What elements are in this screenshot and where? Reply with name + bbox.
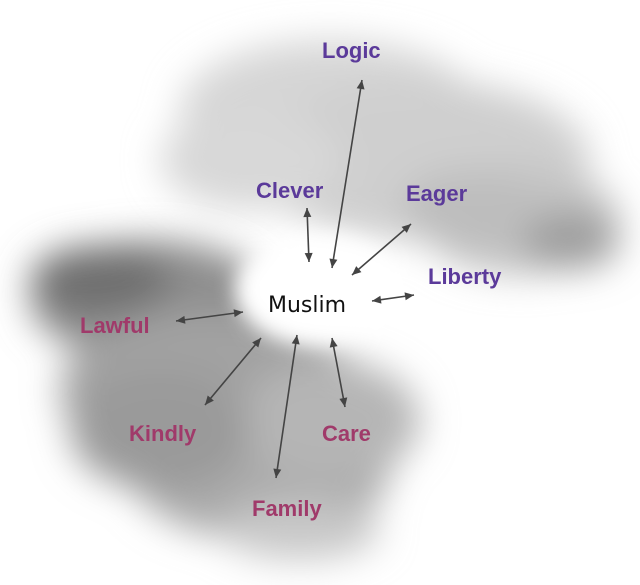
word-lawful: Lawful: [80, 313, 150, 338]
arrow-clever: [303, 207, 313, 263]
word-kindly: Kindly: [129, 421, 197, 446]
center-word-muslim: Muslim: [268, 293, 347, 318]
arrow-lawful: [175, 309, 244, 324]
arrow-kindly: [204, 337, 262, 406]
arrow-logic: [329, 79, 365, 269]
arrow-care: [329, 337, 348, 408]
word-care: Care: [322, 421, 371, 446]
word-eager: Eager: [406, 181, 468, 206]
word-logic: Logic: [322, 38, 381, 63]
arrow-family: [273, 334, 300, 479]
word-family: Family: [252, 496, 322, 521]
upper-cloud: [160, 40, 620, 275]
association-arrows: [175, 79, 415, 479]
word-clever: Clever: [256, 178, 324, 203]
arrow-eager: [351, 223, 412, 276]
arrow-liberty: [371, 292, 415, 304]
lower-cloud: [30, 240, 420, 560]
word-liberty: Liberty: [428, 264, 502, 289]
